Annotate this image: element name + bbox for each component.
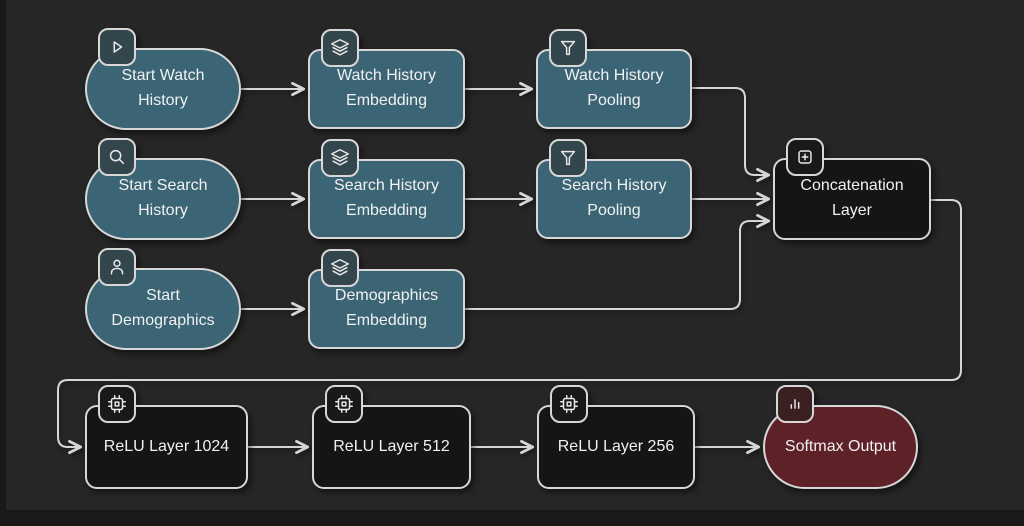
chip-icon xyxy=(325,385,363,423)
node-label: Demographics Embedding xyxy=(334,287,439,329)
node-softmax-output[interactable]: Softmax Output xyxy=(763,385,918,489)
node-label: Watch History Pooling xyxy=(564,67,664,109)
funnel-icon xyxy=(549,29,587,67)
node-label: Search History Embedding xyxy=(334,177,439,219)
layers-icon xyxy=(321,139,359,177)
chip-icon xyxy=(98,385,136,423)
node-demographics-embedding[interactable]: Demographics Embedding xyxy=(308,249,465,349)
person-icon xyxy=(98,248,136,286)
plus-icon xyxy=(786,138,824,176)
node-start-watch-history[interactable]: Start Watch History xyxy=(85,28,241,130)
node-search-history-embedding[interactable]: Search History Embedding xyxy=(308,139,465,239)
node-relu-layer-256[interactable]: ReLU Layer 256 xyxy=(537,385,695,489)
node-label: Search History Pooling xyxy=(561,177,667,219)
play-icon xyxy=(98,28,136,66)
node-label: Watch History Embedding xyxy=(337,67,436,109)
node-label: Start Demographics xyxy=(111,287,215,329)
layers-icon xyxy=(321,249,359,287)
funnel-icon xyxy=(549,139,587,177)
node-start-search-history[interactable]: Start Search History xyxy=(85,138,241,240)
node-label: ReLU Layer 1024 xyxy=(103,437,230,455)
node-relu-layer-1024[interactable]: ReLU Layer 1024 xyxy=(85,385,248,489)
edge-concat-to-relu1024 xyxy=(57,199,962,454)
node-label: Softmax Output xyxy=(784,437,897,455)
node-label: ReLU Layer 256 xyxy=(557,437,675,455)
node-label: ReLU Layer 512 xyxy=(333,437,450,455)
node-label: Start Search History xyxy=(118,177,208,219)
node-label: Concatenation Layer xyxy=(800,177,904,219)
bar-chart-icon xyxy=(776,385,814,423)
chip-icon xyxy=(550,385,588,423)
node-search-history-pooling[interactable]: Search History Pooling xyxy=(536,139,692,239)
node-concatenation-layer[interactable]: Concatenation Layer xyxy=(773,138,931,240)
node-relu-layer-512[interactable]: ReLU Layer 512 xyxy=(312,385,471,489)
edge-demo-emb-to-concat xyxy=(465,214,771,310)
layers-icon xyxy=(321,29,359,67)
node-watch-history-embedding[interactable]: Watch History Embedding xyxy=(308,29,465,129)
node-start-demographics[interactable]: Start Demographics xyxy=(85,248,241,350)
edge-watch-pool-to-concat xyxy=(692,87,771,182)
node-watch-history-pooling[interactable]: Watch History Pooling xyxy=(536,29,692,129)
search-icon xyxy=(98,138,136,176)
node-label: Start Watch History xyxy=(121,67,205,109)
